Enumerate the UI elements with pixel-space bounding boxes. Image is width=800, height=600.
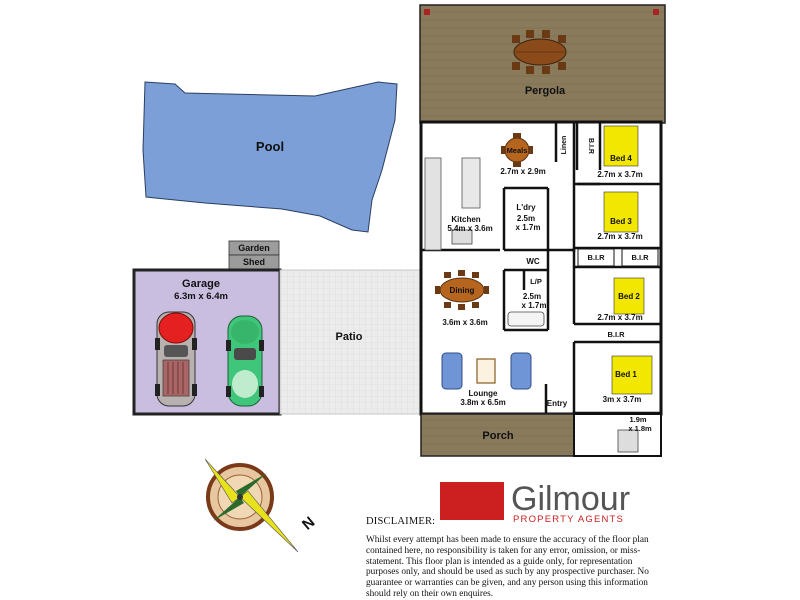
bed1-dimension: 3m x 3.7m <box>603 395 642 404</box>
pool-label: Pool <box>256 139 284 154</box>
lp-label: L/P <box>530 277 542 286</box>
porch-deck <box>420 413 575 457</box>
dining-dimension: 3.6m x 3.6m <box>442 318 487 327</box>
green-car-icon <box>226 315 264 407</box>
ensuite-dim-1: 1.9m <box>629 415 646 424</box>
sofa-icon <box>441 352 532 390</box>
porch-label: Porch <box>482 430 513 442</box>
bir-box <box>577 248 615 267</box>
ensuite-room <box>573 413 662 457</box>
lounge-dimension: 3.8m x 6.5m <box>460 398 505 407</box>
bed2-dimension: 2.7m x 3.7m <box>597 313 642 322</box>
laundry-dim-1: 2.5m <box>517 214 535 223</box>
garden-label: Garden <box>238 243 270 253</box>
brand-name: Gilmour <box>511 480 630 518</box>
bed4-dimension: 2.7m x 3.7m <box>597 170 642 179</box>
bath-dim-1: 2.5m <box>523 292 541 301</box>
disclaimer-text: Whilst every attempt has been made to en… <box>366 535 649 599</box>
laundry-label: L'dry <box>516 203 536 212</box>
bed3-label: Bed 3 <box>610 217 632 226</box>
bed3-fill <box>603 191 639 233</box>
bed3-dimension: 2.7m x 3.7m <box>597 232 642 241</box>
outdoor-table-icon <box>512 30 567 74</box>
bir-label: B.I.R <box>587 138 594 154</box>
bed2-fill <box>613 277 645 315</box>
pool-shape <box>142 81 398 233</box>
garage-label: Garage <box>182 278 220 290</box>
kitchen-dimension: 5.4m x 3.6m <box>447 224 492 233</box>
brand-logo-square <box>440 482 504 520</box>
pergola-label: Pergola <box>525 85 566 97</box>
patio-label: Patio <box>336 331 363 343</box>
bed4-label: Bed 4 <box>610 154 632 163</box>
bed2-label: Bed 2 <box>618 292 640 301</box>
shed-label: Shed <box>243 257 265 267</box>
garage-dimension: 6.3m x 6.4m <box>174 291 228 302</box>
bir-box <box>621 248 659 267</box>
meals-dimension: 2.7m x 2.9m <box>500 167 545 176</box>
bir-label: B.I.R <box>631 253 649 262</box>
bir-label: B.I.R <box>607 330 625 339</box>
interior-walls <box>421 122 661 415</box>
stove-icon <box>451 229 473 245</box>
bed1-label: Bed 1 <box>615 370 637 379</box>
kitchen-bench <box>424 157 442 251</box>
shower-icon <box>617 429 639 453</box>
disclaimer-title: DISCLAIMER: <box>366 516 436 527</box>
meals-table-icon <box>501 133 533 167</box>
dining-table-icon <box>435 270 489 310</box>
patio-area <box>279 269 421 415</box>
bath-dim-2: x 1.7m <box>522 301 547 310</box>
post-marker <box>653 9 659 15</box>
lounge-label: Lounge <box>469 389 498 398</box>
post-marker <box>424 9 430 15</box>
compass-icon <box>204 458 299 553</box>
linen-label: Linen <box>561 136 568 155</box>
entry-label: Entry <box>547 399 568 408</box>
laundry-dim-2: x 1.7m <box>516 223 541 232</box>
red-car-icon <box>155 311 197 407</box>
brand-tagline: PROPERTY AGENTS <box>513 514 624 525</box>
bed1-fill <box>611 355 653 395</box>
kitchen-island <box>461 157 481 209</box>
bed4-fill <box>603 125 639 167</box>
meals-label: Meals <box>507 146 528 155</box>
kitchen-label: Kitchen <box>451 215 480 224</box>
dining-label: Dining <box>450 286 475 295</box>
ensuite-dim-2: x 1.8m <box>628 424 652 433</box>
north-label: N <box>299 514 318 534</box>
wc-label: WC <box>526 257 540 266</box>
bir-label: B.I.R <box>587 253 605 262</box>
bath-icon <box>507 311 545 327</box>
